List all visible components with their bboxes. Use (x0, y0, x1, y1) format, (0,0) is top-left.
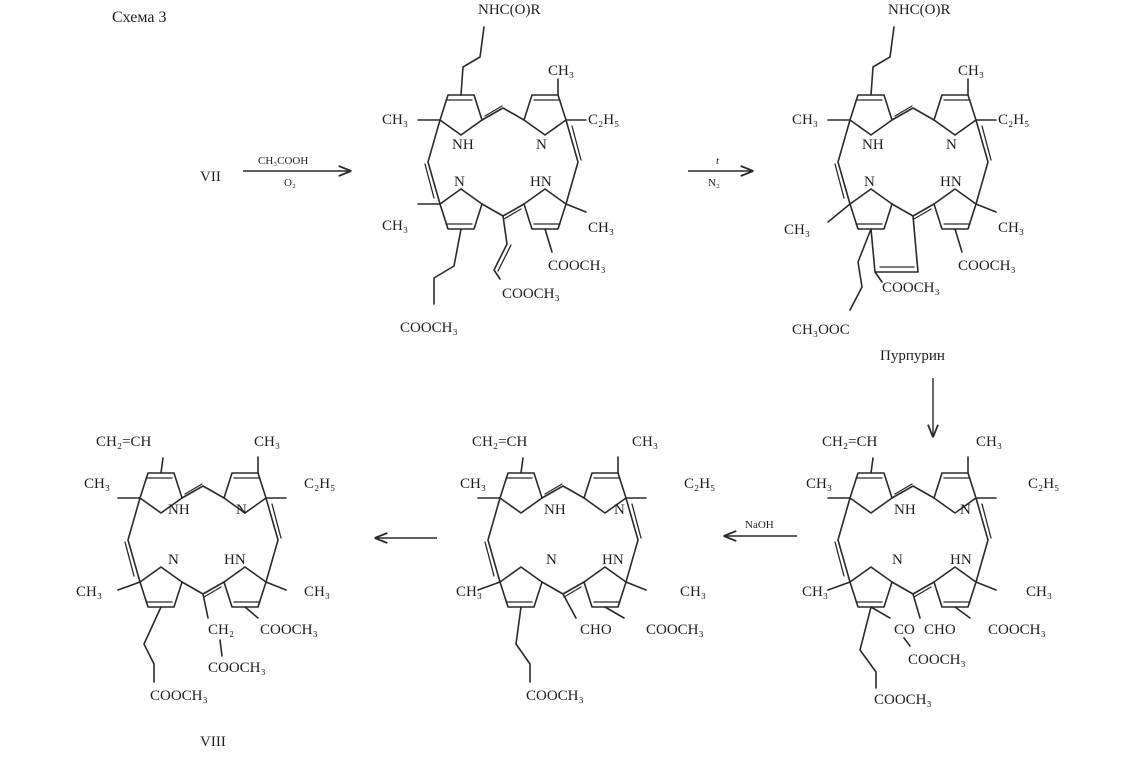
methyl-label: CH₃ (304, 584, 330, 600)
reagent-heat: t (716, 155, 720, 167)
methyl-label: CH₃ (976, 434, 1002, 450)
methyl-label: CH₃ (806, 476, 832, 492)
purpurin-label: Пурпурин (880, 348, 945, 364)
methyl-label: CH₃ (456, 584, 482, 600)
ester-label: COOCH₃ (208, 660, 266, 676)
vinyl-label: CH₂=CH (822, 434, 878, 450)
ethyl-label: C₂H₅ (998, 112, 1029, 128)
n-label: N (546, 552, 557, 568)
nh-label: NH (894, 502, 916, 518)
ethyl-label: C₂H₅ (1028, 476, 1059, 492)
ester-label: COOCH₃ (260, 622, 318, 638)
n-label: N (960, 502, 971, 518)
methyl-label: CH₃ (632, 434, 658, 450)
ester-label: CH₃OOC (792, 322, 850, 338)
amide-chain: NHC(O)R (478, 2, 541, 18)
ester-label: COOCH₃ (646, 622, 704, 638)
methyl-label: CH₃ (382, 112, 408, 128)
n-label: N (168, 552, 179, 568)
ester-label: COOCH₃ (874, 692, 932, 708)
reagent-naoh: NaOH (745, 519, 774, 531)
n-label: N (614, 502, 625, 518)
n-label: N (946, 137, 957, 153)
final-compound-label: VIII (200, 734, 226, 750)
methyl-label: CH₃ (548, 63, 574, 79)
n-label: N (864, 174, 875, 190)
methyl-label: CH₃ (998, 220, 1024, 236)
methyl-label: CH₃ (382, 218, 408, 234)
methyl-label: CH₃ (254, 434, 280, 450)
methyl-label: CH₃ (792, 112, 818, 128)
ester-label: COOCH₃ (150, 688, 208, 704)
n-label: N (454, 174, 465, 190)
molecule-purpurin: NHC(O)R CH₃ CH₃ C₂H₅ CH₃ CH₃ NH N N HN C… (784, 2, 1029, 338)
hn-label: HN (950, 552, 972, 568)
ester-label: COOCH₃ (958, 258, 1016, 274)
aldehyde-label: CHO (924, 622, 956, 638)
aldehyde-label: CHO (580, 622, 612, 638)
ketone-label: CO (894, 622, 915, 638)
ester-label: COOCH₃ (882, 280, 940, 296)
hn-label: HN (940, 174, 962, 190)
nh-label: NH (544, 502, 566, 518)
methylene-label: CH₂ (208, 622, 234, 638)
methyl-label: CH₃ (958, 63, 984, 79)
methyl-label: CH₃ (802, 584, 828, 600)
methyl-label: CH₃ (84, 476, 110, 492)
molecule-intermediate-4: CH₂=CH CH₃ CH₃ C₂H₅ CH₃ CH₃ NH N N HN CH… (456, 434, 715, 704)
ethyl-label: C₂H₅ (684, 476, 715, 492)
hn-label: HN (602, 552, 624, 568)
ester-label: COOCH₃ (526, 688, 584, 704)
amide-chain: NHC(O)R (888, 2, 951, 18)
hn-label: HN (224, 552, 246, 568)
methyl-label: CH₃ (1026, 584, 1052, 600)
scheme-title: Схема 3 (112, 9, 167, 26)
reagent-oxygen: O₂ (284, 177, 296, 189)
molecule-product-viii: CH₂=CH CH₃ CH₃ C₂H₅ CH₃ CH₃ NH N N HN CH… (76, 434, 335, 704)
reagent-acetic-acid: CH₃COOH (258, 155, 308, 167)
ester-label: COOCH₃ (502, 286, 560, 302)
methyl-label: CH₃ (460, 476, 486, 492)
ethyl-label: C₂H₅ (588, 112, 619, 128)
methyl-label: CH₃ (588, 220, 614, 236)
ethyl-label: C₂H₅ (304, 476, 335, 492)
start-compound-label: VII (200, 169, 221, 185)
nh-label: NH (168, 502, 190, 518)
hn-label: HN (530, 174, 552, 190)
reagent-nitrogen: N₂ (708, 177, 720, 189)
n-label: N (892, 552, 903, 568)
vinyl-label: CH₂=CH (96, 434, 152, 450)
n-label: N (536, 137, 547, 153)
ester-label: COOCH₃ (908, 652, 966, 668)
methyl-label: CH₃ (784, 222, 810, 238)
vinyl-label: CH₂=CH (472, 434, 528, 450)
ester-label: COOCH₃ (400, 320, 458, 336)
ester-label: COOCH₃ (988, 622, 1046, 638)
methyl-label: CH₃ (680, 584, 706, 600)
methyl-label: CH₃ (76, 584, 102, 600)
nh-label: NH (862, 137, 884, 153)
n-label: N (236, 502, 247, 518)
molecule-intermediate-1: NHC(O)R CH₃ CH₃ C₂H₅ CH₃ CH₃ NH N N HN C… (382, 2, 619, 336)
nh-label: NH (452, 137, 474, 153)
ester-label: COOCH₃ (548, 258, 606, 274)
molecule-intermediate-3: CH₂=CH CH₃ CH₃ C₂H₅ CH₃ CH₃ NH N N HN CO… (802, 434, 1059, 708)
